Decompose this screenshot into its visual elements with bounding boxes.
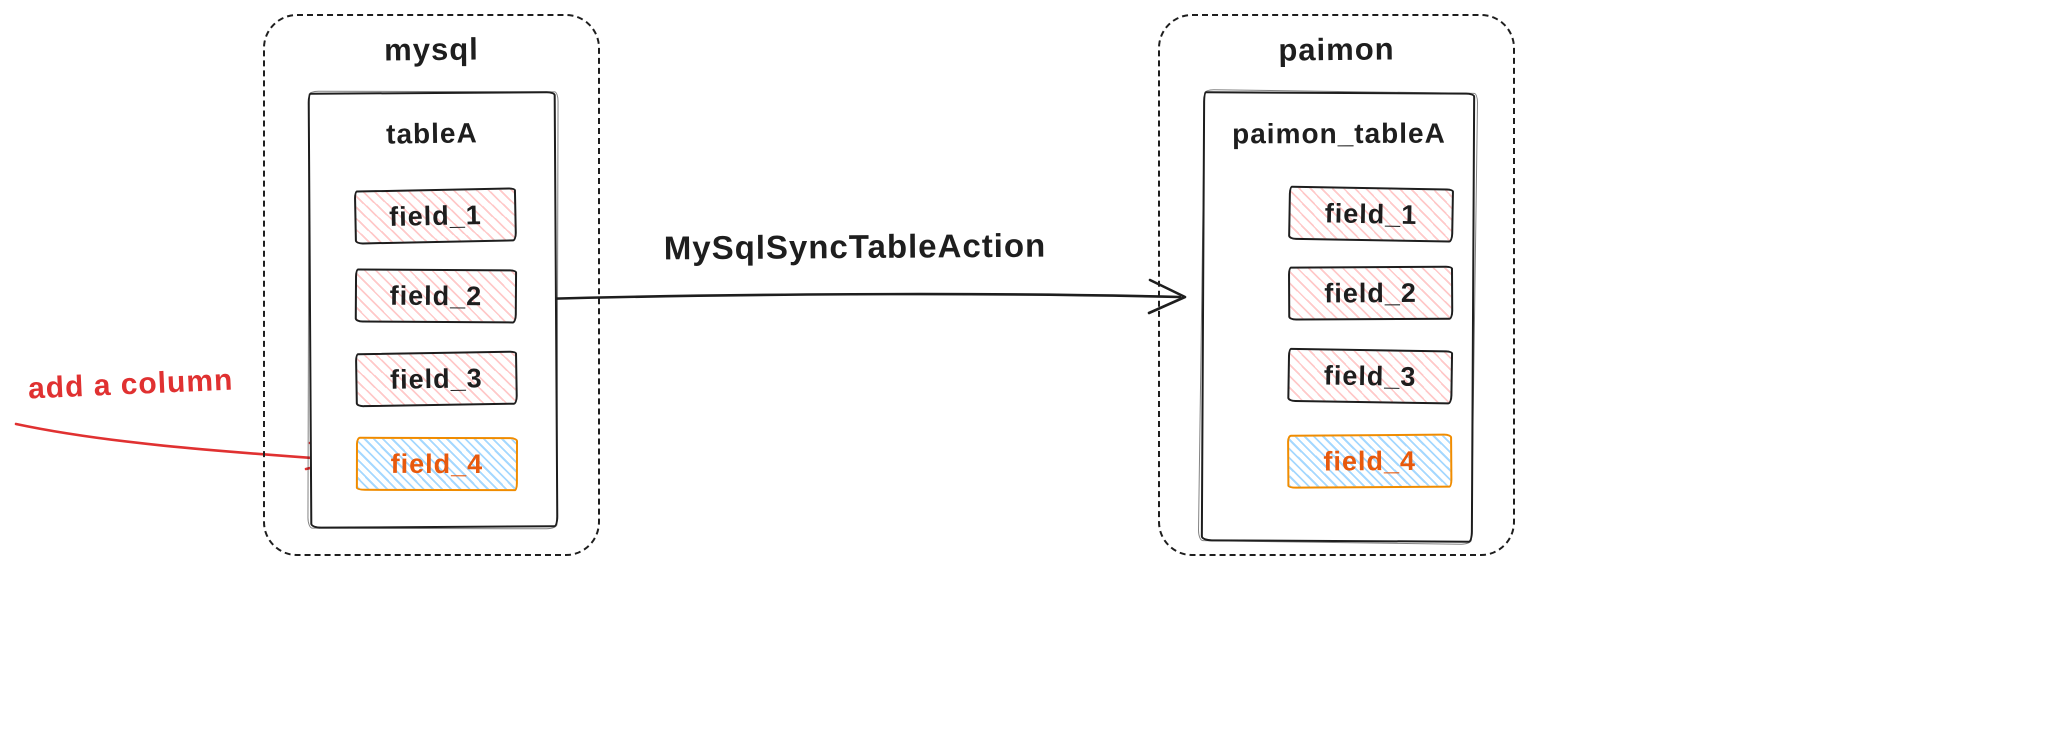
sync-action-label: MySqlSyncTableAction [663,226,1047,267]
mysql-field-3: field_3 [354,350,518,408]
mysql-field-4-new-column: field_4 [355,436,519,492]
add-column-annotation: add a column [27,363,234,406]
mysql-container: mysql tableA field_1 field_2 field_3 fie… [263,14,600,556]
paimon-field-1: field_1 [1288,185,1454,243]
paimon-container: paimon paimon_tableA field_1 field_2 fie… [1158,14,1515,556]
paimon-field-2: field_2 [1287,265,1454,321]
paimon-field-3: field_3 [1287,347,1454,405]
paimon-field-4-new-column: field_4 [1287,433,1453,489]
paimon-container-title: paimon [1278,31,1395,68]
paimon-table-title: paimon_tableA [1232,117,1446,150]
mysql-field-1: field_1 [353,187,517,245]
mysql-table-title: tableA [385,117,478,150]
sync-arrow-line [539,292,1182,301]
mysql-table-box: tableA field_1 field_2 field_3 field_4 [307,91,559,529]
paimon-table-box: paimon_tableA field_1 field_2 field_3 fi… [1200,91,1476,543]
mysql-container-title: mysql [384,31,479,68]
mysql-field-2: field_2 [354,268,518,324]
